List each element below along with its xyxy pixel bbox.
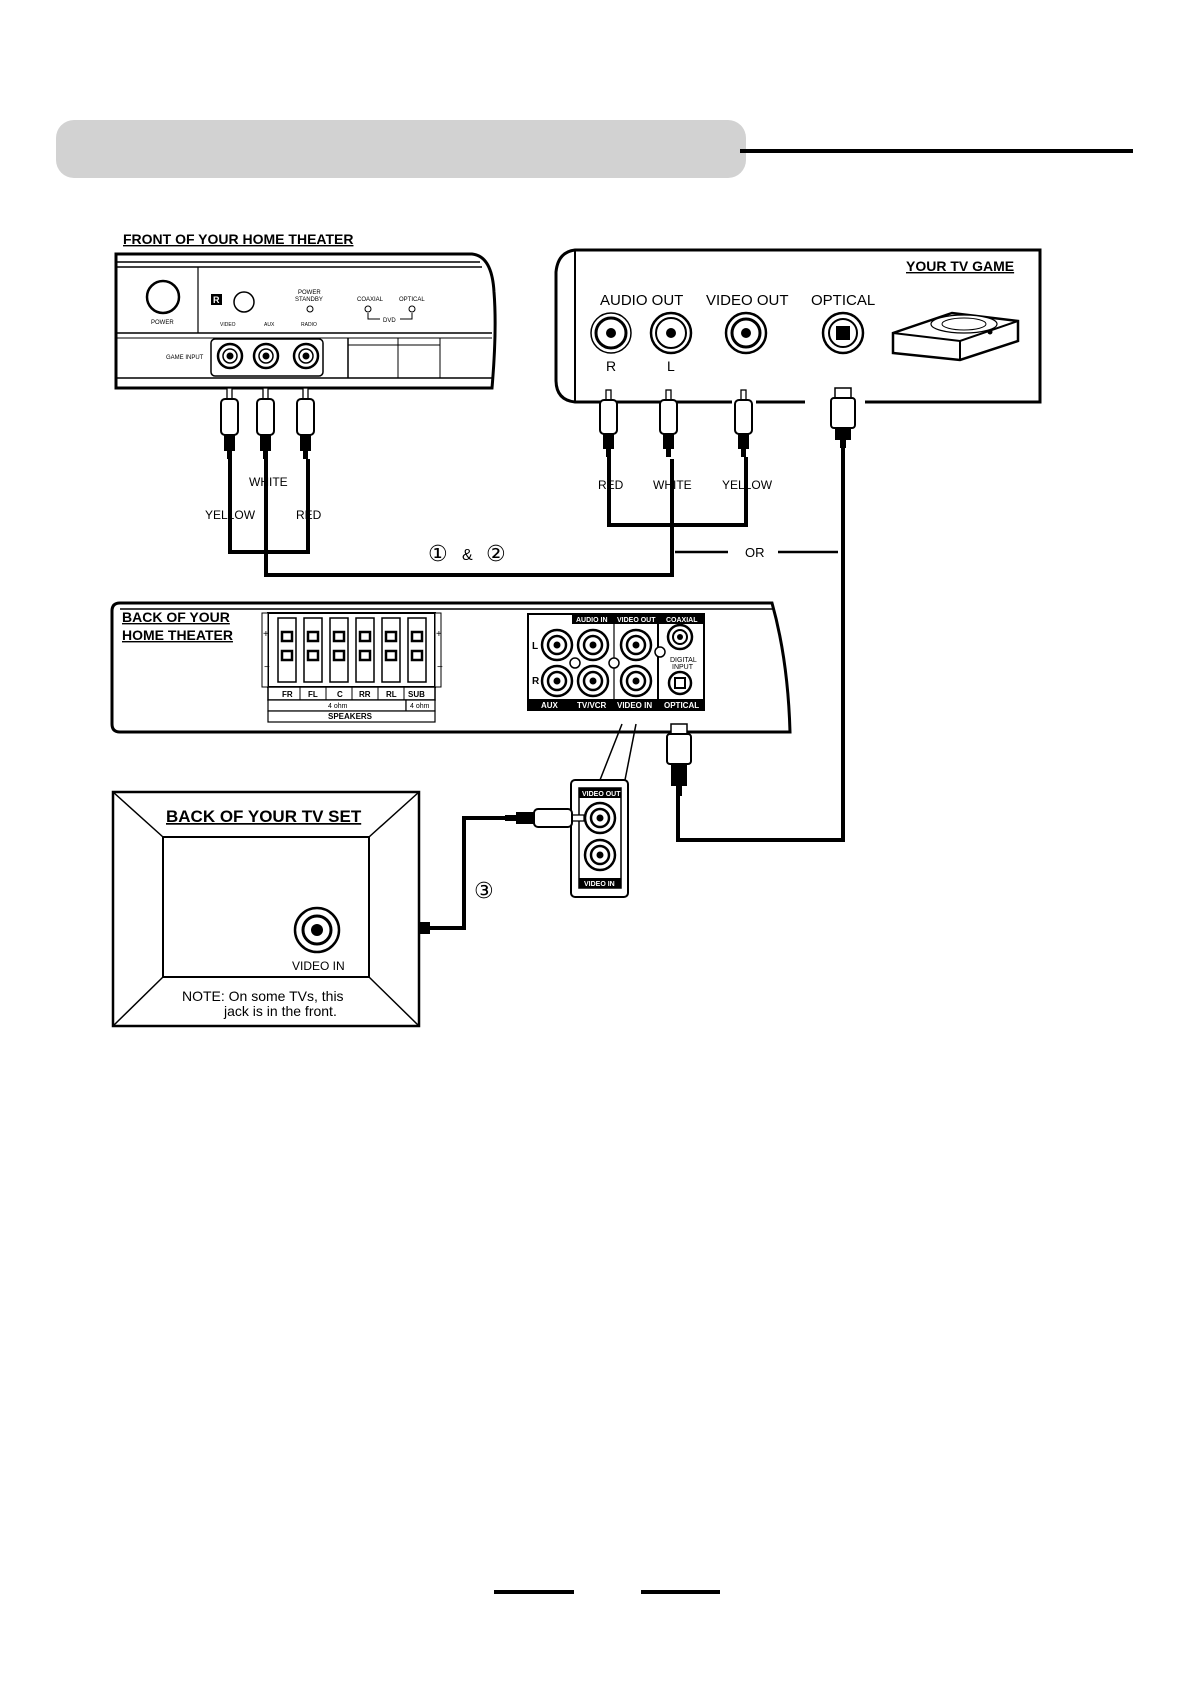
zoom-video-in-label: VIDEO IN (584, 881, 615, 888)
back-video-in-label: VIDEO IN (617, 701, 652, 710)
back-panel-heading-1: BACK OF YOUR (122, 609, 230, 625)
tv-set-heading: BACK OF YOUR TV SET (166, 807, 362, 826)
front-rca-plugs (220, 387, 315, 459)
mode-label-2: AUX (264, 322, 275, 328)
speaker-terminal-clips (277, 617, 427, 683)
back-video-out-label: VIDEO OUT (617, 617, 656, 624)
optical-cable (676, 448, 845, 842)
power-label: POWER (151, 320, 174, 326)
back-optical-label: OPTICAL (664, 701, 699, 710)
zoom-line-left (599, 723, 623, 781)
speaker-label-fr: FR (282, 690, 293, 699)
game-input-label: GAME INPUT (166, 355, 204, 361)
optical-out-jack (821, 311, 865, 355)
digital-input-label-2: INPUT (672, 664, 694, 671)
game-input-jacks (216, 342, 320, 370)
tv-game-panel (554, 248, 1042, 404)
audio-video-cables (228, 457, 748, 577)
step-three-marker: ③ (474, 879, 494, 904)
speaker-label-c: C (337, 690, 343, 699)
dvd-label: DVD (383, 318, 396, 324)
digital-input-label-1: DIGITAL (670, 657, 697, 664)
audio-l-label: L (667, 358, 675, 374)
tv-video-in-label: VIDEO IN (292, 959, 345, 973)
power-standby-label-1: POWER (298, 290, 321, 296)
power-button (145, 279, 181, 315)
speakers-label: SPEAKERS (328, 712, 373, 721)
standby-led (306, 305, 314, 313)
front-panel-heading: FRONT OF YOUR HOME THEATER (123, 231, 353, 247)
terminal-plus-right: + (436, 629, 442, 640)
mode-label-1: VIDEO (220, 322, 236, 328)
coaxial-led-label: COAXIAL (357, 297, 384, 303)
speaker-label-sub: SUB (408, 690, 425, 699)
or-label: OR (745, 545, 765, 560)
tv-game-optical-plug (830, 387, 856, 448)
terminal-minus-right: − (437, 662, 443, 673)
back-coaxial-label: COAXIAL (666, 617, 698, 624)
ohm-sub-label: 4 ohm (410, 703, 430, 710)
audio-r-label: R (606, 358, 616, 374)
speaker-label-fl: FL (308, 690, 318, 699)
speaker-label-rl: RL (386, 690, 397, 699)
display-window (233, 291, 255, 313)
tv-video-in-jack (293, 906, 341, 954)
speaker-channel-dividers (299, 687, 405, 700)
coaxial-led (364, 305, 372, 313)
tv-game-heading: YOUR TV GAME (906, 258, 1014, 274)
zoom-box (570, 779, 629, 898)
ampersand: & (462, 547, 473, 564)
power-standby-label-2: STANDBY (295, 297, 323, 303)
remote-sensor-label: R (213, 295, 220, 305)
zoom-video-out-label: VIDEO OUT (582, 791, 621, 798)
tv-note-line-1: NOTE: On some TVs, this (182, 988, 344, 1004)
aux-label: AUX (541, 701, 559, 710)
back-panel-heading-2: HOME THEATER (122, 627, 233, 643)
audio-in-label: AUDIO IN (576, 617, 608, 624)
aux-r-label: R (532, 676, 540, 687)
mode-label-3: RADIO (301, 322, 317, 328)
tv-game-rca-plugs (599, 389, 753, 457)
audio-out-jack-r (590, 312, 632, 354)
back-rca-jacks (540, 623, 694, 698)
ohm-main-label: 4 ohm (328, 703, 348, 710)
terminal-minus-left: − (264, 662, 270, 673)
video-cable (430, 816, 505, 930)
speaker-label-rr: RR (359, 690, 371, 699)
remote-sensor-icon (211, 294, 222, 305)
video-cable-plug-top (505, 808, 585, 828)
back-optical-plug (666, 723, 692, 796)
front-cable-label-white: WHITE (249, 475, 288, 489)
game-console-icon (891, 311, 1020, 362)
step-two-marker: ② (486, 542, 506, 567)
video-out-label: VIDEO OUT (706, 292, 789, 309)
aux-l-label: L (532, 641, 538, 652)
optical-out-label: OPTICAL (811, 292, 875, 309)
tv-vcr-label: TV/VCR (577, 701, 607, 710)
zoom-line-right (624, 723, 637, 781)
section-header-bar (56, 120, 746, 178)
terminal-plus-left: + (263, 629, 269, 640)
audio-out-jack-l (649, 311, 693, 355)
step-one-marker: ① (428, 542, 448, 567)
audio-out-label: AUDIO OUT (600, 292, 683, 309)
optical-led-label: OPTICAL (399, 297, 425, 303)
optical-led (408, 305, 416, 313)
video-out-jack (724, 311, 768, 355)
tv-set-frame (111, 790, 421, 1028)
tv-note-line-2: jack is in the front. (223, 1003, 337, 1019)
